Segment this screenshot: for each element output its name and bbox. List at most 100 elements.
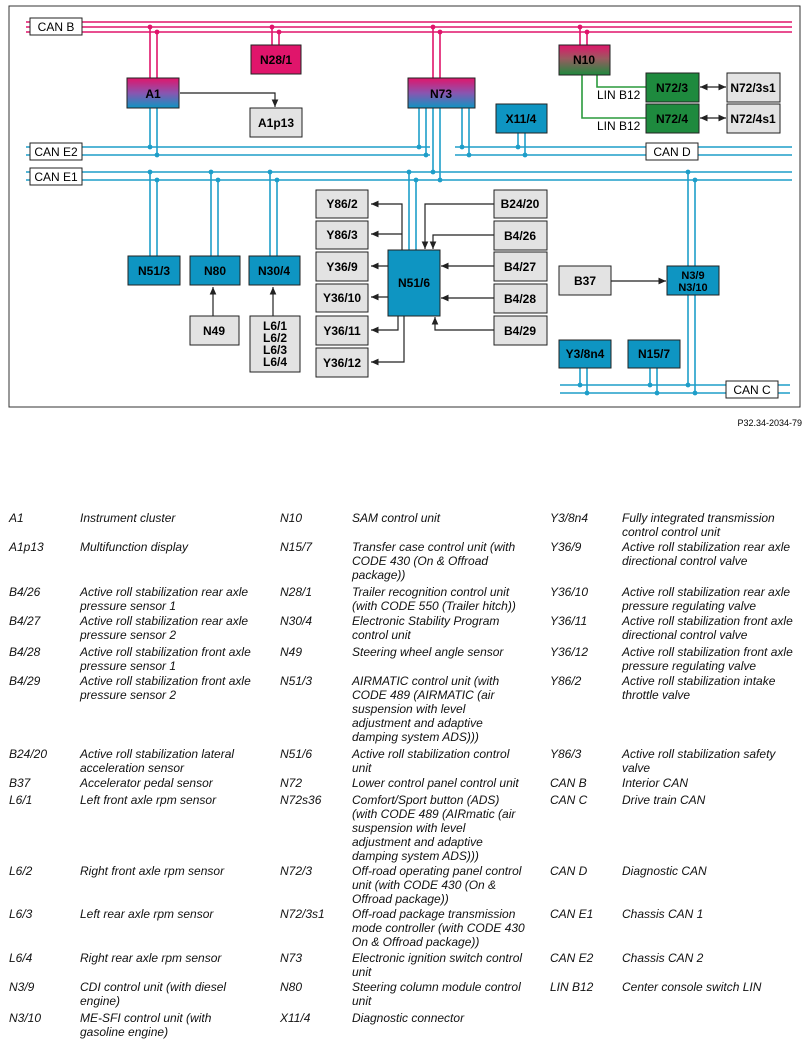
legend-description: Left front axle rpm sensor bbox=[80, 793, 217, 807]
svg-text:N10: N10 bbox=[573, 53, 595, 67]
y3-8n4-module: Y3/8n4 bbox=[558, 339, 612, 369]
svg-text:N80: N80 bbox=[204, 264, 226, 278]
legend-description: Active roll stabilization rear axle pres… bbox=[622, 585, 791, 613]
svg-text:N15/7: N15/7 bbox=[638, 347, 670, 361]
legend-code: N10 bbox=[280, 511, 303, 525]
legend-description: AIRMATIC control unit (with CODE 489 (AI… bbox=[352, 674, 500, 744]
legend-code: N51/3 bbox=[280, 674, 313, 688]
y36-12-box: Y36/12 bbox=[315, 347, 369, 378]
legend-entry: Y36/10 Active roll stabilization rear axl… bbox=[550, 585, 805, 613]
n30-4-can-e1-drop bbox=[269, 172, 278, 256]
svg-text:CAN D: CAN D bbox=[653, 145, 691, 159]
svg-text:Y36/9: Y36/9 bbox=[326, 260, 358, 274]
legend-code: N72/3s1 bbox=[280, 907, 325, 921]
n15-7-module: N15/7 bbox=[627, 339, 681, 369]
n73-blue-drops bbox=[418, 108, 470, 180]
n80-module: N80 bbox=[189, 255, 241, 286]
svg-text:CAN B: CAN B bbox=[38, 20, 75, 34]
legend-description: Active roll stabilization intake throttl… bbox=[622, 674, 776, 702]
lin-b12-label-bottom: LIN B12 bbox=[597, 119, 641, 133]
n49-box: N49 bbox=[189, 315, 240, 346]
svg-text:L6/4: L6/4 bbox=[263, 355, 287, 369]
legend-code: L6/1 bbox=[9, 793, 33, 807]
svg-text:Y36/11: Y36/11 bbox=[323, 324, 361, 338]
n72-4s1-box: N72/4s1 bbox=[726, 103, 781, 134]
n15-7-can-c-drop bbox=[649, 368, 658, 393]
svg-text:N28/1: N28/1 bbox=[260, 53, 292, 67]
svg-text:N3/9: N3/9 bbox=[681, 270, 704, 282]
svg-text:N72/3s1: N72/3s1 bbox=[730, 81, 776, 95]
legend-description: Off-road package transmission mode contr… bbox=[352, 907, 525, 949]
legend-description: Right rear axle rpm sensor bbox=[80, 951, 222, 965]
legend-description: Diagnostic CAN bbox=[622, 864, 707, 878]
legend-description: Multifunction display bbox=[80, 540, 189, 554]
legend-description: Accelerator pedal sensor bbox=[80, 776, 213, 790]
legend-code: A1 bbox=[9, 511, 24, 525]
b24-20-box: B24/20 bbox=[493, 189, 548, 219]
svg-text:N30/4: N30/4 bbox=[258, 264, 290, 278]
legend-code: N3/10 bbox=[9, 1011, 42, 1025]
legend-code: N51/6 bbox=[280, 747, 313, 761]
network-diagram: CAN B CAN E2 CAN E1 CAN D CAN C LIN B12 … bbox=[8, 5, 801, 408]
n3-9-module: N3/9 N3/10 bbox=[666, 265, 720, 296]
a1p13-box: A1p13 bbox=[249, 107, 303, 138]
n51-6-can-e1-drop bbox=[408, 172, 417, 250]
y86-2-box: Y86/2 bbox=[315, 189, 369, 219]
a1-module: A1 bbox=[126, 77, 180, 109]
n51-3-module: N51/3 bbox=[127, 255, 181, 286]
signal-arrows bbox=[180, 83, 726, 366]
legend-description: Transfer case control unit (with CODE 43… bbox=[352, 540, 516, 582]
n72-3s1-box: N72/3s1 bbox=[726, 72, 781, 103]
legend-code: N49 bbox=[280, 645, 303, 659]
legend-description: Instrument cluster bbox=[80, 511, 176, 525]
legend-description: Left rear axle rpm sensor bbox=[80, 907, 214, 921]
legend-code: N15/7 bbox=[280, 540, 313, 554]
svg-text:L6/3: L6/3 bbox=[263, 343, 287, 357]
y3-8n4-can-c-drop bbox=[579, 368, 588, 393]
legend-code: N3/9 bbox=[9, 980, 35, 994]
legend-code: Y86/2 bbox=[550, 674, 582, 688]
b4-26-box: B4/26 bbox=[493, 220, 548, 251]
svg-text:B4/29: B4/29 bbox=[504, 324, 536, 338]
svg-text:A1p13: A1p13 bbox=[258, 116, 294, 130]
n73-can-b-drop bbox=[432, 27, 441, 78]
svg-text:A1: A1 bbox=[145, 87, 161, 101]
legend-code: N28/1 bbox=[280, 585, 313, 599]
legend-description: Active roll stabilization front axle pre… bbox=[622, 645, 793, 673]
legend-code: B4/29 bbox=[9, 674, 41, 688]
legend-description: Active roll stabilization rear axle dire… bbox=[622, 540, 791, 568]
can-b-junction-dots bbox=[147, 24, 590, 35]
y36-11-box: Y36/11 bbox=[315, 315, 369, 346]
legend-code: A1p13 bbox=[9, 540, 44, 554]
b4-28-box: B4/28 bbox=[493, 283, 548, 314]
n3-9-can-drops bbox=[687, 172, 696, 393]
can-e2-bus bbox=[26, 146, 430, 156]
a1-can-b-drop bbox=[149, 27, 158, 78]
legend-description: Active roll stabilization lateral accele… bbox=[80, 747, 235, 775]
legend-code: Y36/10 bbox=[550, 585, 589, 599]
svg-text:B4/28: B4/28 bbox=[504, 292, 536, 306]
svg-text:L6/1: L6/1 bbox=[263, 319, 287, 333]
legend-code: B4/26 bbox=[9, 585, 41, 599]
svg-text:N51/3: N51/3 bbox=[138, 264, 170, 278]
legend-entry: Y86/2 Active roll stabilization intake th… bbox=[550, 674, 805, 702]
document-reference: P32.34-2034-79 bbox=[737, 418, 802, 428]
svg-text:N49: N49 bbox=[203, 324, 225, 338]
legend-code: N80 bbox=[280, 980, 303, 994]
